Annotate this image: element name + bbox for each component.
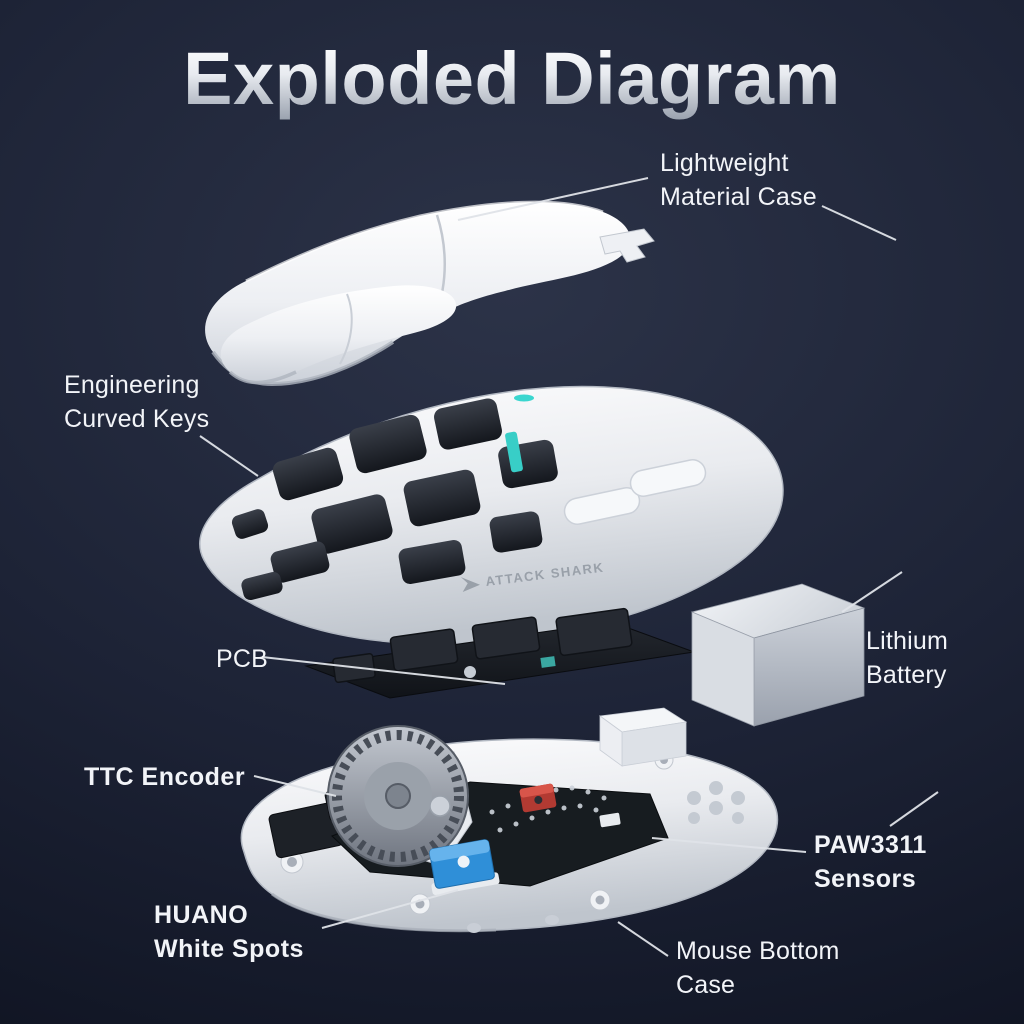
brand-shark-icon bbox=[460, 577, 480, 592]
pcb-switch-housings bbox=[332, 607, 633, 684]
bottom-case-vents bbox=[687, 781, 745, 824]
leader-lightweight-tick bbox=[821, 205, 897, 241]
label-pcb: PCB bbox=[216, 645, 269, 673]
curved-keys-underside bbox=[228, 370, 297, 385]
huano-switch bbox=[429, 839, 500, 896]
leader-paw3311-tick bbox=[889, 791, 939, 827]
receiver-housing bbox=[598, 707, 688, 767]
leader-lightweight-material-case bbox=[457, 177, 649, 221]
switch-white-spot bbox=[457, 855, 470, 868]
top-shell-highlight bbox=[245, 200, 604, 283]
pcb-teal-component bbox=[540, 656, 556, 668]
led-indicator bbox=[514, 394, 534, 402]
encoder-axle bbox=[429, 795, 451, 817]
leader-lines bbox=[199, 177, 939, 957]
leader-ttc-encoder bbox=[253, 775, 337, 797]
lithium-battery bbox=[690, 583, 866, 727]
red-micro-switch bbox=[519, 783, 557, 813]
leader-mouse-bottom-case bbox=[617, 921, 669, 957]
label-paw3311-sensors: PAW3311 Sensors bbox=[814, 831, 927, 893]
leader-lithium-battery bbox=[841, 571, 903, 613]
curved-keys-body bbox=[220, 285, 457, 383]
curved-keys bbox=[220, 285, 457, 385]
label-lightweight-material-case: Lightweight Material Case bbox=[660, 149, 817, 211]
label-mouse-bottom-case: Mouse Bottom Case bbox=[676, 937, 840, 999]
internal-teal-accent bbox=[505, 431, 523, 473]
page-title: Exploded Diagram bbox=[0, 36, 1024, 121]
scroll-wheel-hub bbox=[385, 783, 411, 809]
bottom-assembly bbox=[240, 707, 778, 933]
label-huano-white-spots: HUANO White Spots bbox=[154, 901, 304, 963]
shell-front-clip bbox=[599, 228, 655, 263]
screws bbox=[467, 915, 559, 933]
label-engineering-curved-keys: Engineering Curved Keys bbox=[64, 371, 210, 433]
label-lithium-battery: Lithium Battery bbox=[866, 627, 948, 689]
scroll-wheel-knurl bbox=[332, 730, 464, 862]
bottom-case-rim bbox=[271, 892, 497, 933]
smd-component bbox=[599, 812, 621, 828]
label-ttc-encoder: TTC Encoder bbox=[84, 763, 246, 791]
leader-pcb bbox=[261, 656, 506, 685]
battery-left-face bbox=[691, 611, 755, 727]
side-buttons bbox=[563, 459, 707, 525]
leader-huano-white-spots bbox=[321, 889, 459, 929]
leader-paw3311-sensors bbox=[651, 837, 807, 853]
curved-keys-split bbox=[339, 293, 353, 365]
ttc-encoder-wheel bbox=[327, 725, 473, 867]
honeycomb-cutouts bbox=[231, 398, 558, 601]
pcb-board bbox=[304, 607, 695, 699]
pcb-capacitor bbox=[464, 666, 476, 678]
main-shell-body bbox=[199, 385, 784, 645]
leader-engineering-curved-keys bbox=[199, 435, 259, 477]
main-shell: ATTACK SHARK bbox=[199, 385, 784, 645]
